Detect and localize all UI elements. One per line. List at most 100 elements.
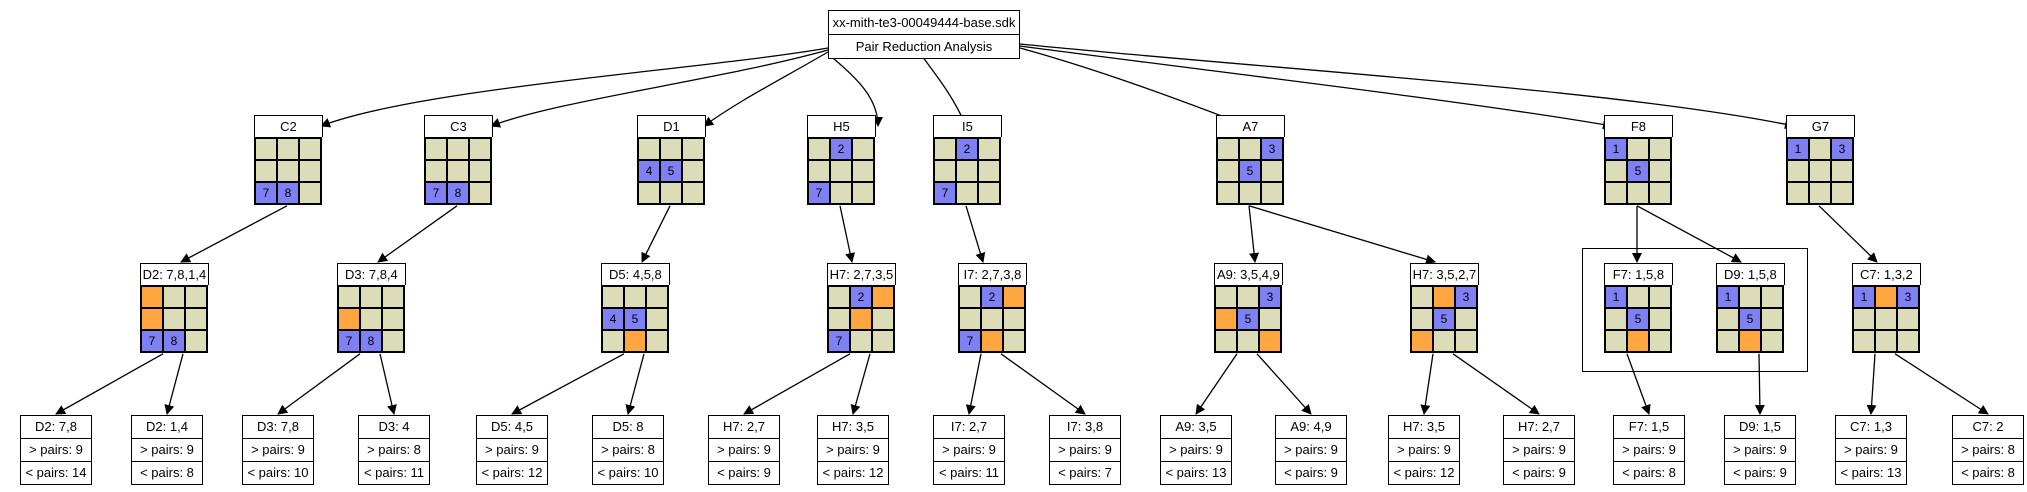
leaf-node[interactable]: H7: 2,7> pairs: 9< pairs: 9 xyxy=(708,415,780,485)
empty-cell xyxy=(1897,308,1919,330)
leaf-node[interactable]: D2: 1,4> pairs: 9< pairs: 8 xyxy=(131,415,203,485)
empty-cell xyxy=(872,330,894,352)
given-cell: 5 xyxy=(1237,308,1259,330)
leaf-lt: < pairs: 11 xyxy=(934,461,1004,484)
given-cell: 3 xyxy=(1261,138,1283,160)
empty-cell xyxy=(1809,160,1831,182)
empty-cell xyxy=(1217,160,1239,182)
leaf-node[interactable]: D3: 7,8> pairs: 9< pairs: 10 xyxy=(242,415,314,485)
leaf-lt: < pairs: 13 xyxy=(1836,461,1906,484)
empty-cell xyxy=(1739,286,1761,308)
empty-cell xyxy=(1875,308,1897,330)
empty-cell xyxy=(1761,330,1783,352)
given-cell: 8 xyxy=(277,182,299,204)
leaf-node[interactable]: A9: 4,9> pairs: 9< pairs: 9 xyxy=(1275,415,1347,485)
empty-cell xyxy=(959,286,981,308)
empty-cell xyxy=(1605,160,1627,182)
candidate-cell xyxy=(1215,308,1237,330)
given-cell: 2 xyxy=(850,286,872,308)
leaf-node[interactable]: H7: 3,5> pairs: 9< pairs: 12 xyxy=(1388,415,1460,485)
empty-cell xyxy=(299,138,321,160)
empty-cell xyxy=(934,160,956,182)
level2-label: H7: 2,7,3,5 xyxy=(827,263,896,285)
leaf-title: C7: 2 xyxy=(1972,419,2004,434)
leaf-node[interactable]: I7: 3,8> pairs: 9< pairs: 7 xyxy=(1049,415,1121,485)
leaf-node[interactable]: D3: 4> pairs: 8< pairs: 11 xyxy=(358,415,430,485)
given-cell: 4 xyxy=(602,308,624,330)
leaf-edge xyxy=(1626,353,1651,415)
leaf-node[interactable]: A9: 3,5> pairs: 9< pairs: 13 xyxy=(1160,415,1232,485)
leaf-node[interactable]: D9: 1,5> pairs: 9< pairs: 9 xyxy=(1724,415,1796,485)
leaf-node[interactable]: H7: 2,7> pairs: 9< pairs: 9 xyxy=(1503,415,1575,485)
empty-cell xyxy=(1831,160,1853,182)
leaf-edge xyxy=(511,353,625,415)
empty-cell xyxy=(1717,330,1739,352)
empty-cell xyxy=(425,138,447,160)
leaf-lt: < pairs: 9 xyxy=(1504,461,1574,484)
leaf-lt: < pairs: 9 xyxy=(1725,461,1795,484)
empty-cell xyxy=(1605,308,1627,330)
leaf-node[interactable]: F7: 1,5> pairs: 9< pairs: 8 xyxy=(1613,415,1685,485)
empty-cell xyxy=(163,308,185,330)
empty-cell xyxy=(1649,182,1671,204)
leaf-lt: < pairs: 13 xyxy=(1161,461,1231,484)
leaf-title: D5: 8 xyxy=(612,419,644,434)
empty-cell xyxy=(1003,308,1025,330)
leaf-node[interactable]: C7: 1,3> pairs: 9< pairs: 13 xyxy=(1835,415,1907,485)
candidate-cell xyxy=(1411,330,1433,352)
root-edge xyxy=(1019,47,1249,128)
given-cell: 7 xyxy=(959,330,981,352)
leaf-gt: > pairs: 9 xyxy=(1389,438,1459,461)
leaf-lt: < pairs: 12 xyxy=(477,461,547,484)
level1-label: D1 xyxy=(637,115,706,137)
empty-cell xyxy=(959,308,981,330)
leaf-node[interactable]: I7: 2,7> pairs: 9< pairs: 11 xyxy=(933,415,1005,485)
level2-label: I7: 2,7,3,8 xyxy=(958,263,1027,285)
level1-label: I5 xyxy=(933,115,1002,137)
empty-cell xyxy=(338,286,360,308)
leaf-node[interactable]: H7: 3,5> pairs: 9< pairs: 12 xyxy=(817,415,889,485)
empty-cell xyxy=(682,160,704,182)
leaf-node[interactable]: C7: 2> pairs: 8< pairs: 8 xyxy=(1952,415,2024,485)
empty-cell xyxy=(1411,286,1433,308)
leaf-node[interactable]: D2: 7,8> pairs: 9< pairs: 14 xyxy=(20,415,92,485)
empty-cell xyxy=(1627,138,1649,160)
root-edge xyxy=(1019,43,1795,130)
leaf-node[interactable]: D5: 8> pairs: 8< pairs: 10 xyxy=(592,415,664,485)
leaf-gt: > pairs: 8 xyxy=(593,438,663,461)
leaf-lt: < pairs: 7 xyxy=(1050,461,1120,484)
branch-edge xyxy=(377,205,458,263)
empty-cell xyxy=(382,330,404,352)
root-subtitle: Pair Reduction Analysis xyxy=(829,34,1019,58)
empty-cell xyxy=(1627,182,1649,204)
empty-cell xyxy=(1215,330,1237,352)
given-cell: 2 xyxy=(981,286,1003,308)
root-node[interactable]: xx-mith-te3-00049444-base.sdk Pair Reduc… xyxy=(828,10,1020,59)
leaf-title: I7: 2,7 xyxy=(950,419,988,434)
empty-cell xyxy=(360,308,382,330)
empty-cell xyxy=(1217,138,1239,160)
leaf-node[interactable]: D5: 4,5> pairs: 9< pairs: 12 xyxy=(476,415,548,485)
empty-cell xyxy=(646,330,668,352)
leaf-edge xyxy=(625,353,645,415)
